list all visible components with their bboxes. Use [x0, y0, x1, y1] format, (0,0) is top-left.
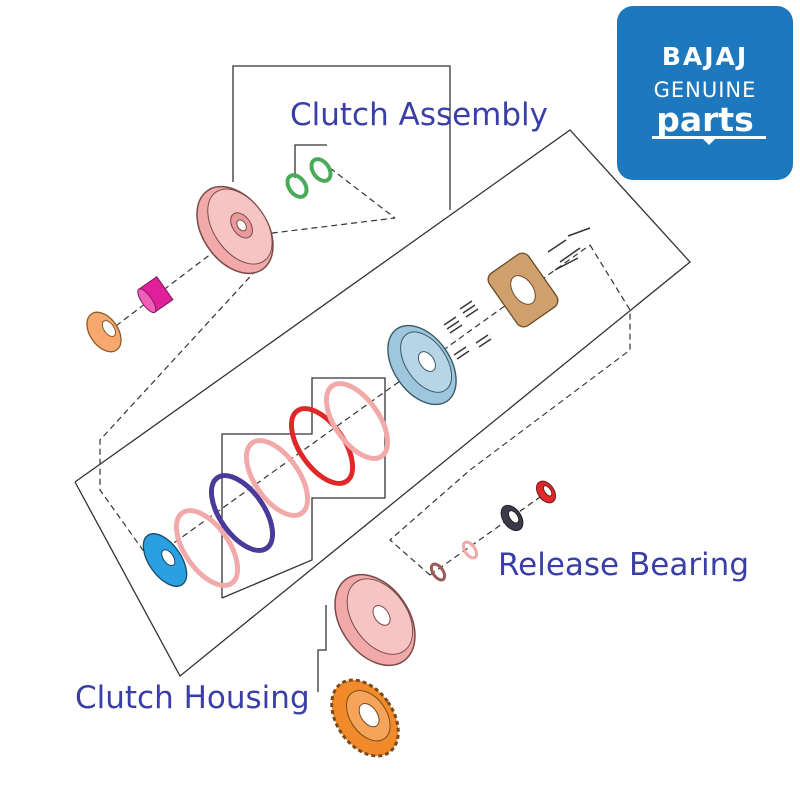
plain-plate-1: [173, 508, 241, 588]
release-bearing: [500, 504, 524, 532]
plain-plate-3: [323, 381, 391, 461]
friction-plate-purple: [208, 473, 276, 553]
logo-genuine: GENUINE: [653, 78, 757, 102]
callout-release-bearing: Release Bearing: [498, 547, 749, 583]
callout-clutch-housing: Clutch Housing: [75, 680, 310, 716]
magenta-bush: [137, 275, 174, 314]
washer-small-2: [461, 540, 479, 560]
clutch-housing: [334, 573, 416, 667]
circlip-ring-1: [285, 173, 309, 199]
logo-arrow-icon: [703, 139, 715, 145]
clutch-hub-housing-top: [196, 185, 274, 275]
spacer-washer: [86, 311, 122, 353]
bolts: [547, 227, 591, 271]
washer-small-1: [429, 562, 447, 582]
callout-clutch-assembly: Clutch Assembly: [290, 97, 549, 133]
plain-plate-2: [243, 438, 311, 518]
logo-parts: parts: [656, 100, 754, 139]
assembly-frame: [74, 65, 691, 692]
logo-brand: BAJAJ: [661, 42, 749, 71]
bearing-retainer: [535, 480, 557, 504]
pressure-disc: [142, 533, 188, 587]
pressure-plate: [387, 324, 457, 406]
lifter-plate: [487, 252, 559, 328]
bajaj-genuine-parts-logo: BAJAJ GENUINE parts: [617, 6, 793, 180]
clutch-springs: [443, 300, 492, 360]
primary-gear: [330, 678, 400, 758]
logo-underline: [652, 136, 766, 139]
circlip-ring-2: [309, 157, 333, 183]
